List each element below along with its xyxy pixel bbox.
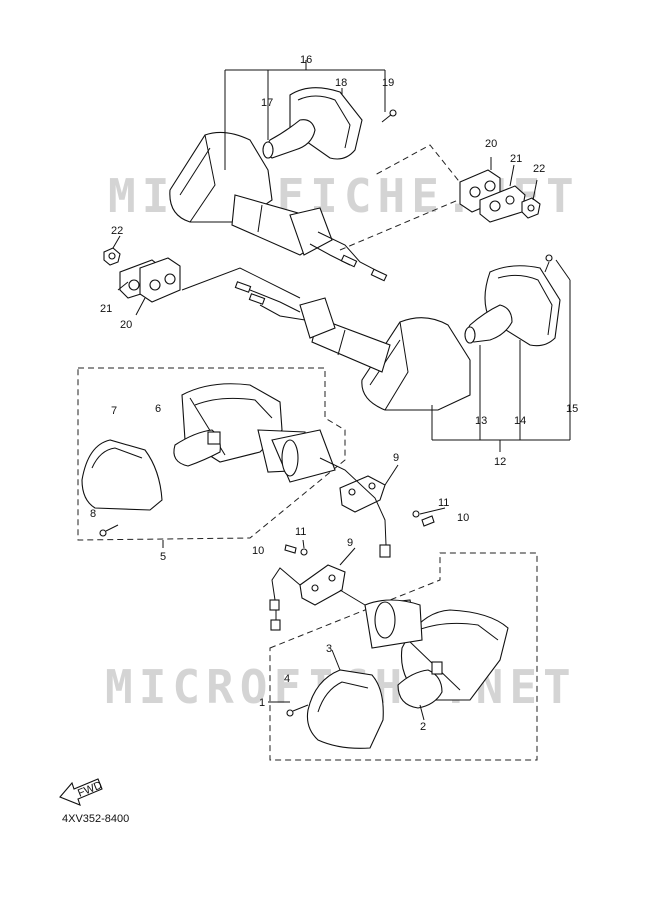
label-1: 1: [259, 697, 265, 709]
label-13: 13: [475, 415, 487, 427]
label-2: 2: [420, 721, 426, 733]
label-11-upper: 11: [438, 497, 449, 509]
label-9-lower: 9: [347, 537, 353, 549]
label-3: 3: [326, 643, 332, 655]
label-12: 12: [494, 456, 506, 468]
flasher-assembly-rear-left: [169, 60, 471, 282]
fwd-label: FWD: [76, 779, 104, 800]
label-19: 19: [382, 77, 394, 89]
label-9-upper: 9: [393, 452, 399, 464]
label-21-right: 21: [510, 153, 522, 165]
label-4: 4: [284, 673, 290, 685]
label-10-upper: 10: [457, 512, 469, 524]
flasher-assembly-front-right: [268, 539, 538, 761]
label-6: 6: [155, 403, 161, 415]
label-5: 5: [160, 551, 166, 563]
label-17: 17: [261, 97, 273, 109]
fwd-arrow-icon: FWD: [59, 778, 104, 806]
label-15: 15: [566, 403, 578, 415]
label-7: 7: [111, 405, 117, 417]
mounting-bracket-right: [459, 157, 541, 223]
label-14: 14: [514, 415, 526, 427]
diagram-code: 4XV352-8400: [62, 813, 130, 825]
label-18: 18: [335, 77, 347, 89]
label-22-right: 22: [533, 163, 545, 175]
label-22-left: 22: [111, 225, 123, 237]
flasher-assembly-front-left: [77, 367, 446, 558]
label-16: 16: [300, 54, 312, 66]
label-21-left: 21: [100, 303, 112, 315]
label-10-lower: 10: [252, 545, 264, 557]
mounting-bracket-left: [103, 235, 301, 316]
label-20-left: 20: [120, 319, 132, 331]
label-8: 8: [90, 508, 96, 520]
label-11-lower: 11: [295, 526, 306, 538]
label-20-right: 20: [485, 138, 497, 150]
flasher-assembly-rear-right: [234, 254, 571, 452]
